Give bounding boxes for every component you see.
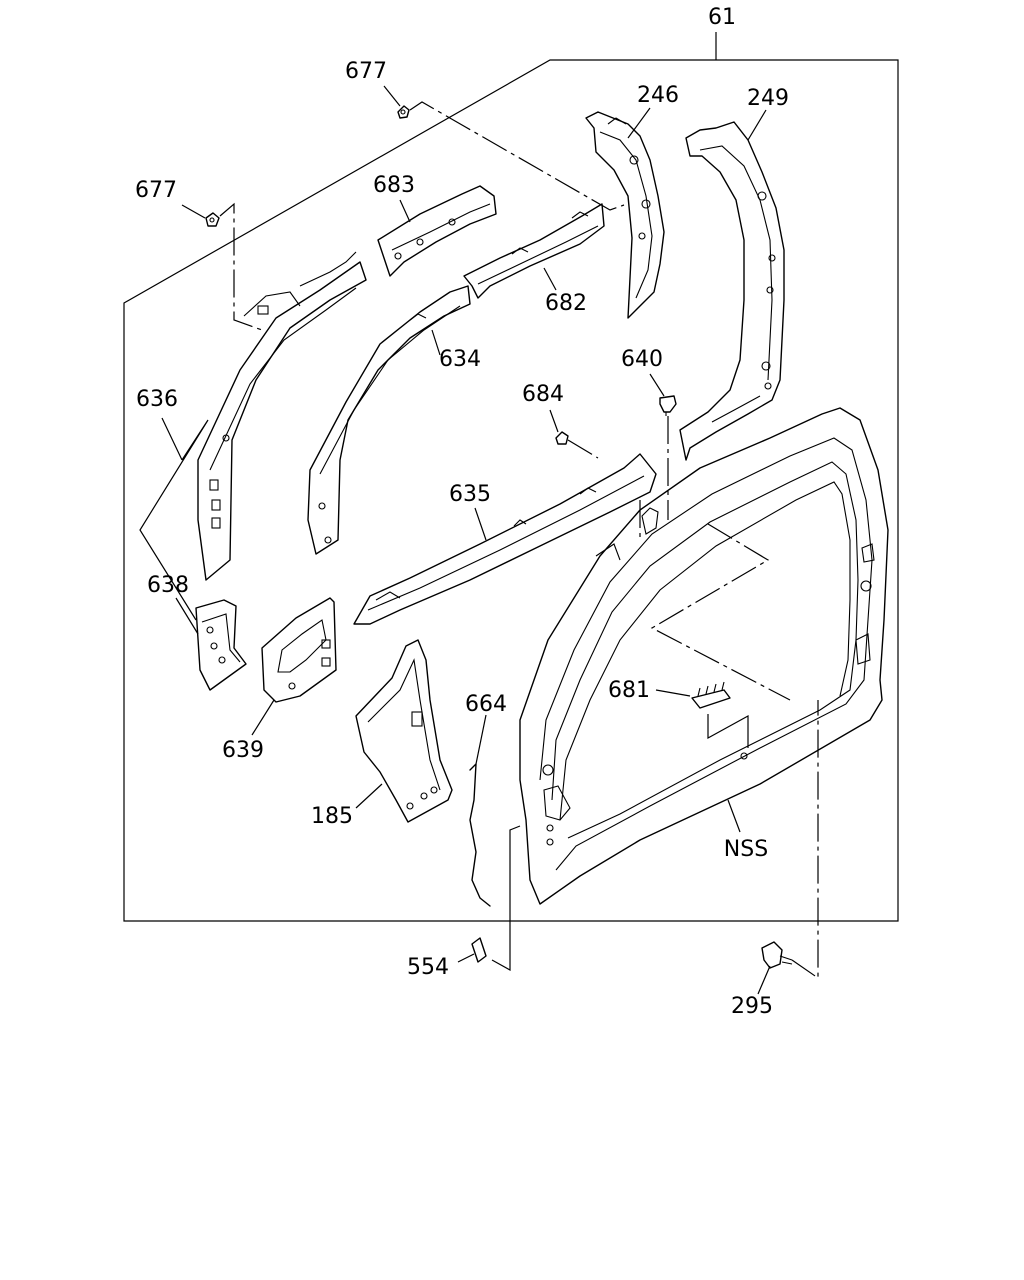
part-554-clip [471, 937, 487, 963]
leader-295 [757, 965, 771, 995]
part-684-clip [555, 431, 569, 445]
part-677-clip-top [397, 105, 410, 119]
dash-677-to-636 [219, 202, 263, 331]
leader-185 [355, 783, 383, 809]
label-640: 640 [621, 347, 663, 372]
leader-nss [727, 799, 741, 833]
dash-684 [567, 439, 599, 459]
label-61: 61 [708, 5, 736, 30]
label-635: 635 [449, 482, 491, 507]
leader-640 [649, 373, 665, 397]
leader-634 [431, 329, 441, 356]
bracket-636-638 [139, 419, 209, 621]
label-246: 246 [637, 83, 679, 108]
leader-677-top [383, 85, 401, 107]
part-683-bracket [377, 185, 497, 277]
label-682: 682 [545, 291, 587, 316]
part-636-pillar-inner [197, 251, 367, 581]
label-684: 684 [522, 382, 564, 407]
leader-639 [251, 699, 275, 736]
part-246-pillar-upper [585, 111, 665, 319]
label-636: 636 [136, 387, 178, 412]
leader-684 [549, 409, 559, 433]
dash-681 [707, 714, 749, 748]
part-249-center-pillar [679, 121, 785, 461]
part-640-bolt [659, 395, 677, 416]
part-677-clip-left [205, 212, 220, 227]
part-nss-side-panel [519, 407, 889, 905]
part-682-roof-rail [463, 203, 605, 299]
part-635-side-sill [353, 453, 657, 625]
leader-249 [747, 109, 767, 141]
part-664-rod [469, 763, 491, 907]
leader-554 [457, 953, 475, 963]
label-683: 683 [373, 173, 415, 198]
part-639-reinforcement [261, 597, 337, 703]
dash-554 [491, 825, 521, 972]
part-295-bolt [761, 941, 793, 969]
leader-681 [655, 689, 691, 697]
label-639: 639 [222, 738, 264, 763]
part-638-bracket [195, 599, 247, 691]
label-249: 249 [747, 86, 789, 111]
label-634: 634 [439, 347, 481, 372]
label-664: 664 [465, 692, 507, 717]
label-295: 295 [731, 994, 773, 1019]
leader-635 [474, 507, 487, 541]
leader-683 [399, 199, 411, 223]
leader-677-left [181, 204, 206, 219]
label-677-left: 677 [135, 178, 177, 203]
label-677-top: 677 [345, 59, 387, 84]
label-554: 554 [407, 955, 449, 980]
leader-636 [161, 417, 183, 461]
label-185: 185 [311, 804, 353, 829]
label-nss: NSS [724, 837, 768, 862]
leader-638 [175, 597, 199, 635]
leader-246 [627, 107, 651, 139]
dash-677-to-246 [409, 101, 625, 211]
label-638: 638 [147, 573, 189, 598]
leader-682 [543, 267, 557, 291]
part-185-pillar-lower [355, 639, 453, 823]
leader-664 [475, 714, 487, 765]
part-634-rail-outer [307, 285, 471, 555]
assembly-frame [123, 59, 899, 922]
label-681: 681 [608, 678, 650, 703]
part-681-bracket [691, 681, 731, 709]
dash-295-to-nss [791, 700, 819, 980]
